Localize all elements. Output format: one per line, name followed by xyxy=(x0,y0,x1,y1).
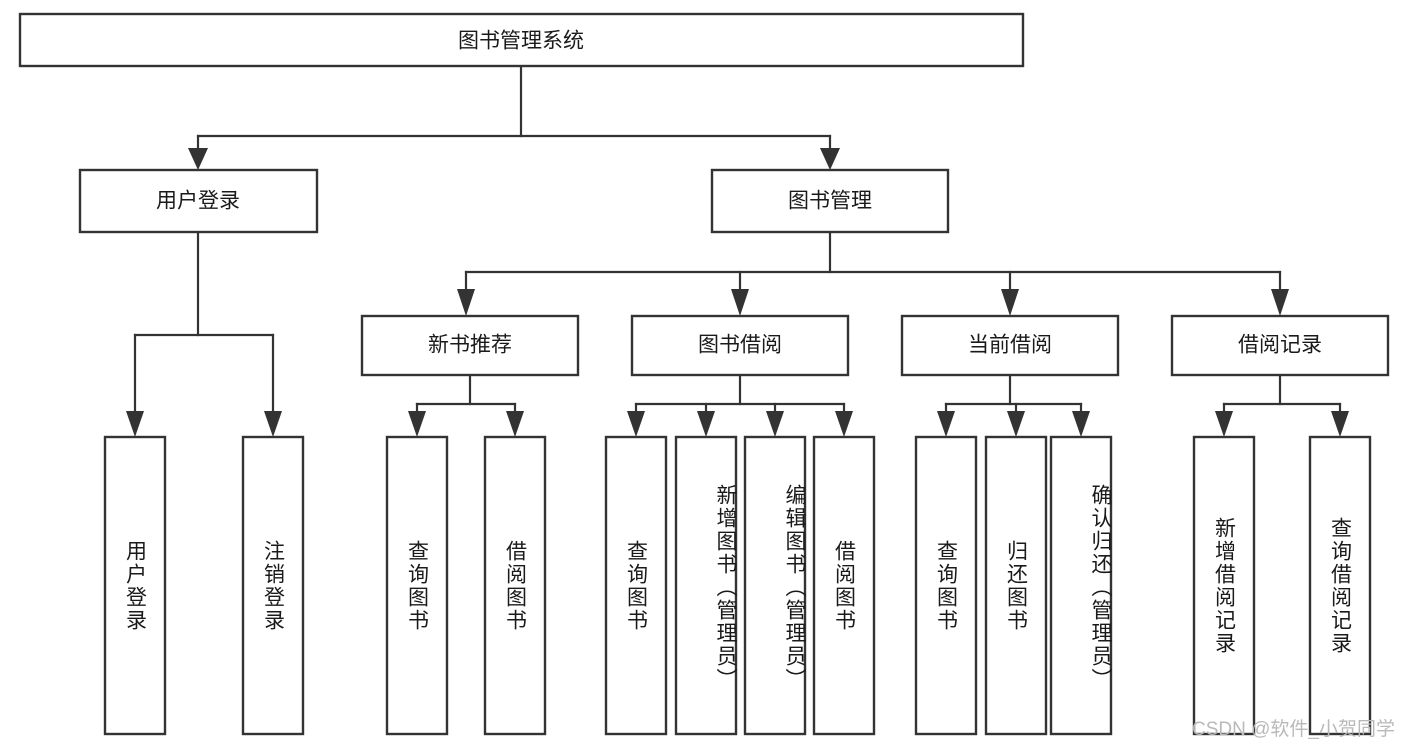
node-leaf-rec-borrow-box[interactable] xyxy=(483,435,547,736)
arrow-head-leaf-cur-return xyxy=(1007,411,1025,437)
node-book-manage-label: 图书管理 xyxy=(788,190,872,213)
arrow-head-leaf-rec-query2 xyxy=(1331,411,1349,437)
node-leaf-rec-query2-box[interactable] xyxy=(1308,435,1372,736)
node-borrow-record-box[interactable] xyxy=(1170,314,1390,377)
arrow-head-leaf-rec-borrow xyxy=(506,411,524,437)
node-leaf-user-logout-box[interactable] xyxy=(241,435,305,736)
arrow-head-new-book-rec xyxy=(457,289,475,316)
arrow-head-leaf-cur-query xyxy=(937,411,955,437)
node-leaf-rec-add-box[interactable] xyxy=(1192,435,1256,736)
node-leaf-borrow-edit-box[interactable] xyxy=(743,435,807,736)
node-leaf-borrow-query-box[interactable] xyxy=(604,435,668,736)
node-root-box[interactable] xyxy=(18,12,1025,68)
arrow-head-borrow-record xyxy=(1271,289,1289,316)
arrow-head-leaf-borrow-query xyxy=(627,411,645,437)
arrow-head-leaf-rec-add xyxy=(1215,411,1233,437)
arrow-head-current-borrow xyxy=(1001,289,1019,316)
connector-layer xyxy=(126,64,1349,437)
arrow-head-leaf-rec-query xyxy=(408,411,426,437)
node-book-borrow-box[interactable] xyxy=(630,314,850,377)
csdn-watermark: CSDN @软件_小贺同学 xyxy=(1192,719,1395,740)
node-book-borrow-label: 图书借阅 xyxy=(698,334,782,357)
arrow-head-book-borrow xyxy=(731,289,749,316)
arrow-head-leaf-borrow-do xyxy=(835,411,853,437)
node-leaf-cur-confirm-box[interactable] xyxy=(1049,435,1113,736)
node-leaf-borrow-do-box[interactable] xyxy=(812,435,876,736)
node-book-manage-box[interactable] xyxy=(710,168,950,234)
node-current-borrow-box[interactable] xyxy=(900,314,1120,377)
arrow-head-leaf-user-login xyxy=(126,411,144,437)
node-leaf-cur-return-box[interactable] xyxy=(984,435,1048,736)
arrow-head-user-login xyxy=(188,148,208,170)
node-borrow-record-label: 借阅记录 xyxy=(1238,334,1322,357)
node-new-book-rec-label: 新书推荐 xyxy=(428,334,512,357)
arrow-head-book-manage xyxy=(820,148,840,170)
arrow-head-leaf-cur-confirm xyxy=(1072,411,1090,437)
node-leaf-cur-query-box[interactable] xyxy=(914,435,978,736)
arrow-head-leaf-user-logout xyxy=(264,411,282,437)
node-new-book-rec-box[interactable] xyxy=(360,314,580,377)
node-user-login-label: 用户登录 xyxy=(156,190,240,213)
node-root-label: 图书管理系统 xyxy=(458,30,584,53)
arrow-head-leaf-borrow-edit xyxy=(766,411,784,437)
node-layer: 图书管理系统 用户登录 图书管理 新书推荐 图书借阅 当前借阅 借阅记录 xyxy=(18,12,1390,736)
node-current-borrow-label: 当前借阅 xyxy=(968,334,1052,357)
node-leaf-borrow-add-box[interactable] xyxy=(674,435,738,736)
node-leaf-user-login-box[interactable] xyxy=(103,435,167,736)
node-leaf-rec-query-box[interactable] xyxy=(385,435,449,736)
arrow-head-leaf-borrow-add xyxy=(697,411,715,437)
node-user-login-box[interactable] xyxy=(78,168,319,234)
